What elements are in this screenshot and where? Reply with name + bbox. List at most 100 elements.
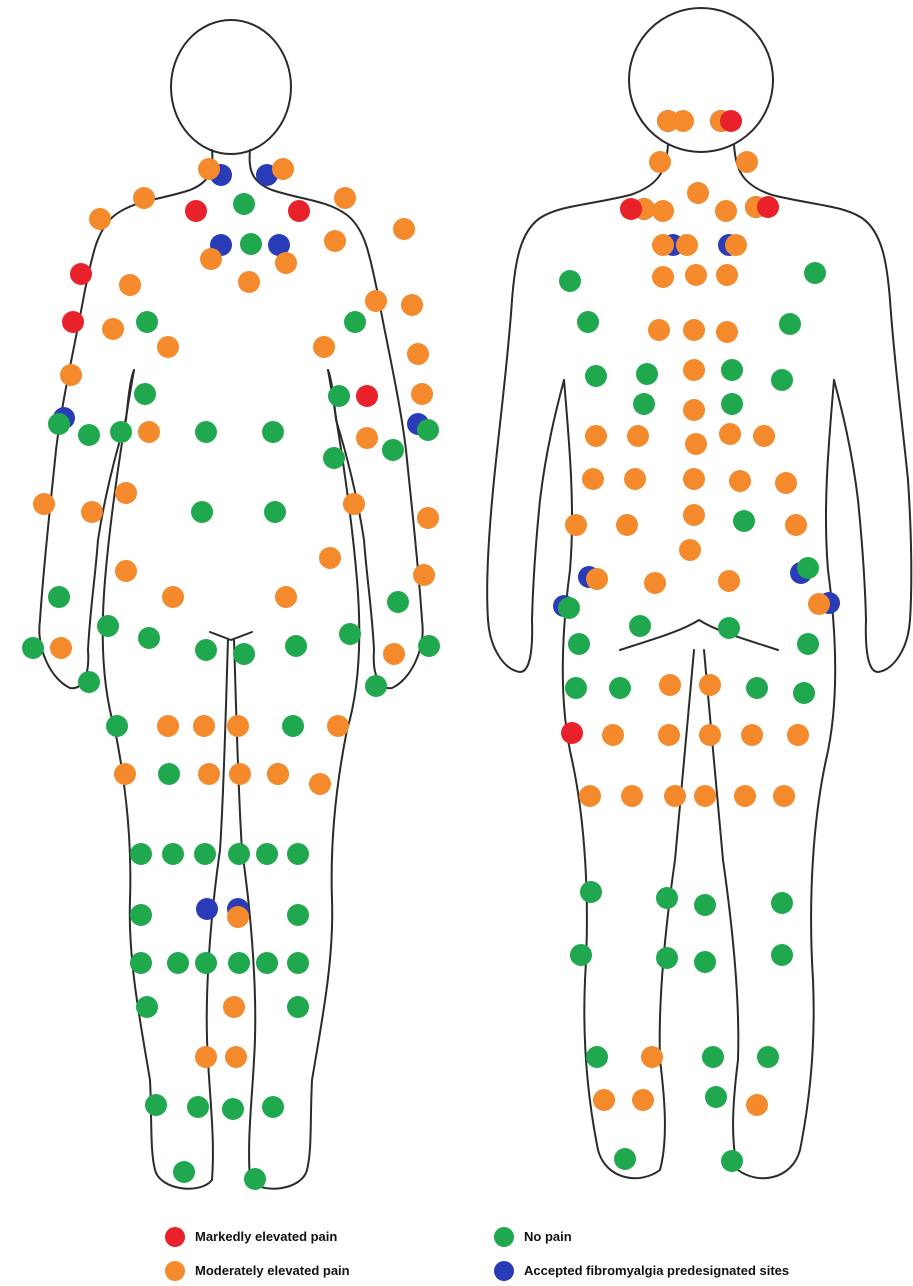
front-site-none-17 <box>97 615 119 637</box>
back-site-moderate-36 <box>586 568 608 590</box>
back-site-moderate-18 <box>716 321 738 343</box>
front-site-none-49 <box>187 1096 209 1118</box>
front-site-moderate-17 <box>60 364 82 386</box>
back-site-none-34 <box>721 1150 743 1172</box>
back-site-none-15 <box>568 633 590 655</box>
back-site-moderate-15 <box>716 264 738 286</box>
back-site-moderate-8 <box>715 200 737 222</box>
back-site-moderate-4 <box>736 151 758 173</box>
back-site-moderate-16 <box>648 319 670 341</box>
front-site-moderate-25 <box>417 507 439 529</box>
front-site-none-32 <box>130 843 152 865</box>
front-site-none-43 <box>228 952 250 974</box>
back-site-none-31 <box>757 1046 779 1068</box>
legend-swatch-none <box>494 1227 514 1247</box>
front-site-none-3 <box>344 311 366 333</box>
back-site-moderate-3 <box>649 151 671 173</box>
back-site-moderate-42 <box>602 724 624 746</box>
back-site-moderate-45 <box>741 724 763 746</box>
front-site-none-33 <box>162 843 184 865</box>
front-site-none-40 <box>130 952 152 974</box>
front-site-marked-0 <box>185 200 207 222</box>
back-site-moderate-41 <box>699 674 721 696</box>
back-site-none-11 <box>797 557 819 579</box>
front-site-none-29 <box>282 715 304 737</box>
back-site-moderate-43 <box>658 724 680 746</box>
back-site-moderate-51 <box>734 785 756 807</box>
front-site-none-51 <box>262 1096 284 1118</box>
back-site-none-27 <box>694 951 716 973</box>
back-site-none-28 <box>771 944 793 966</box>
back-site-none-0 <box>559 270 581 292</box>
front-site-moderate-8 <box>275 252 297 274</box>
back-site-moderate-37 <box>644 572 666 594</box>
front-site-moderate-45 <box>225 1046 247 1068</box>
back-site-none-22 <box>656 887 678 909</box>
front-site-none-26 <box>78 671 100 693</box>
front-site-none-16 <box>48 586 70 608</box>
front-site-none-22 <box>339 623 361 645</box>
front-site-moderate-33 <box>157 715 179 737</box>
back-site-moderate-28 <box>683 468 705 490</box>
front-site-none-13 <box>382 439 404 461</box>
back-site-marked-0 <box>720 110 742 132</box>
back-site-moderate-46 <box>787 724 809 746</box>
legend-swatch-marked <box>165 1227 185 1247</box>
back-site-none-24 <box>771 892 793 914</box>
legend-label-marked: Markedly elevated pain <box>195 1226 337 1248</box>
back-site-none-1 <box>804 262 826 284</box>
back-site-none-20 <box>793 682 815 704</box>
front-site-none-28 <box>106 715 128 737</box>
front-site-moderate-15 <box>313 336 335 358</box>
back-site-moderate-35 <box>679 539 701 561</box>
back-site-moderate-31 <box>565 514 587 536</box>
legend-label-fibro: Accepted fibromyalgia predesignated site… <box>524 1260 789 1282</box>
back-site-moderate-25 <box>753 425 775 447</box>
front-site-moderate-23 <box>115 482 137 504</box>
front-site-moderate-7 <box>200 248 222 270</box>
legend: Markedly elevated pain Moderately elevat… <box>0 1226 913 1286</box>
front-site-moderate-9 <box>238 271 260 293</box>
front-site-moderate-10 <box>119 274 141 296</box>
front-site-moderate-0 <box>198 158 220 180</box>
front-site-none-37 <box>287 843 309 865</box>
front-site-moderate-19 <box>138 421 160 443</box>
front-site-none-0 <box>233 193 255 215</box>
front-site-none-21 <box>285 635 307 657</box>
back-site-moderate-20 <box>683 399 705 421</box>
front-site-moderate-13 <box>102 318 124 340</box>
back-site-moderate-33 <box>683 504 705 526</box>
front-site-moderate-41 <box>309 773 331 795</box>
back-site-none-30 <box>702 1046 724 1068</box>
front-site-moderate-24 <box>343 493 365 515</box>
front-site-none-30 <box>158 763 180 785</box>
front-site-none-35 <box>228 843 250 865</box>
front-site-moderate-1 <box>272 158 294 180</box>
front-site-none-47 <box>287 996 309 1018</box>
back-site-moderate-11 <box>676 234 698 256</box>
front-site-moderate-40 <box>267 763 289 785</box>
back-site-moderate-21 <box>585 425 607 447</box>
back-site-moderate-50 <box>694 785 716 807</box>
back-site-moderate-44 <box>699 724 721 746</box>
back-site-none-6 <box>721 359 743 381</box>
back-site-moderate-19 <box>683 359 705 381</box>
back-site-none-23 <box>694 894 716 916</box>
back-site-none-7 <box>771 369 793 391</box>
front-site-none-14 <box>191 501 213 523</box>
back-site-moderate-17 <box>683 319 705 341</box>
back-site-none-21 <box>580 881 602 903</box>
back-site-moderate-40 <box>659 674 681 696</box>
back-site-moderate-12 <box>725 234 747 256</box>
back-site-none-5 <box>636 363 658 385</box>
front-site-none-53 <box>244 1168 266 1190</box>
back-site-moderate-32 <box>616 514 638 536</box>
back-site-moderate-29 <box>729 470 751 492</box>
front-site-none-50 <box>222 1098 244 1120</box>
pain-sites-layer <box>22 110 840 1190</box>
front-site-none-27 <box>365 675 387 697</box>
front-site-marked-4 <box>356 385 378 407</box>
front-site-moderate-14 <box>157 336 179 358</box>
legend-label-moderate: Moderately elevated pain <box>195 1260 350 1282</box>
back-site-none-3 <box>779 313 801 335</box>
